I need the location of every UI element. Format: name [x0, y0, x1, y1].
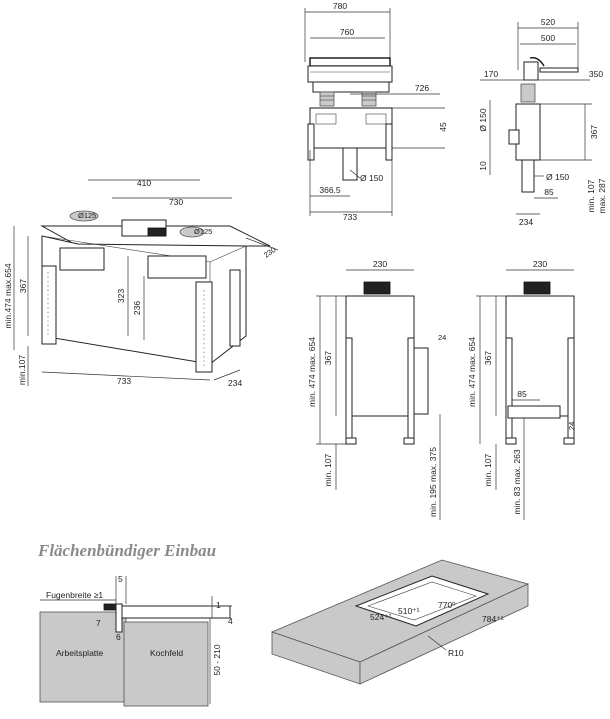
- dim-770: 770⁰: [438, 600, 456, 610]
- dim-170: 170: [484, 69, 498, 79]
- dim-474-654-iso: min.474 max.654: [3, 263, 13, 328]
- dim-min107-iso: min.107: [17, 355, 27, 386]
- dim-24-a: 24: [438, 333, 446, 342]
- dim-524: 524⁺¹: [370, 612, 392, 622]
- dim-r10: R10: [448, 648, 464, 658]
- dim-236: 236: [132, 301, 142, 315]
- dim-max287: max. 287: [597, 178, 607, 213]
- side-view-top: 520 500 170 350 Ø 150 10 367 Ø 150 85 23…: [478, 17, 607, 227]
- dim-230: 230: [262, 245, 277, 260]
- label-arbeitsplatte: Arbeitsplatte: [56, 648, 104, 658]
- dim-760: 760: [340, 27, 354, 37]
- dim-733: 733: [343, 212, 357, 222]
- dim-367-a: 367: [323, 351, 333, 365]
- dim-367-b: 367: [483, 351, 493, 365]
- dim-780: 780: [333, 1, 347, 11]
- dim-dia125-a: Ø125: [78, 211, 96, 220]
- front-view-top: 780 760 726 45 Ø 150 366.5: [304, 1, 448, 222]
- dim-10: 10: [478, 161, 488, 171]
- dim-474-654-b: min. 474 max. 654: [467, 337, 477, 407]
- dim-367: 367: [589, 125, 599, 139]
- dim-520: 520: [541, 17, 555, 27]
- dim-234-iso: 234: [228, 378, 242, 388]
- dim-1: 1: [216, 600, 221, 610]
- dim-733-iso: 733: [117, 376, 131, 386]
- side-view-a: 230 min. 474 max. 654 367 24 min. 107 mi…: [307, 259, 446, 520]
- dim-24-b: 24: [567, 422, 576, 430]
- dim-min107-b: min. 107: [483, 453, 493, 486]
- label-fugenbreite: Fugenbreite ≥1: [46, 590, 103, 600]
- dim-350: 350: [589, 69, 603, 79]
- dim-45: 45: [438, 122, 448, 132]
- dim-230-a: 230: [373, 259, 387, 269]
- dim-min107-a: min. 107: [323, 453, 333, 486]
- flush-section-detail: Fugenbreite ≥1 5 7 6 1 4 Arbeitsplatte K…: [39, 574, 233, 707]
- dim-500: 500: [541, 33, 555, 43]
- dim-83-263-b: min. 83 max. 263: [512, 449, 522, 514]
- label-kochfeld: Kochfeld: [150, 648, 183, 658]
- dim-dia150-right: Ø 150: [546, 172, 569, 182]
- dim-410: 410: [137, 178, 151, 188]
- dim-367-iso: 367: [18, 279, 28, 293]
- isometric-view: 410 730 Ø125 Ø125 230 323 236: [3, 178, 279, 388]
- countertop-isometric: 510⁺¹ 770⁰ 524⁺¹ 784⁺¹ R10: [270, 559, 530, 685]
- dim-85-b: 85: [517, 389, 527, 399]
- dim-474-654-a: min. 474 max. 654: [307, 337, 317, 407]
- dim-726: 726: [415, 83, 429, 93]
- dim-366: 366.5: [319, 185, 341, 195]
- dim-50-210: 50 - 210: [212, 644, 222, 675]
- dim-5: 5: [118, 574, 123, 584]
- dim-230-b: 230: [533, 259, 547, 269]
- dim-dia150: Ø 150: [360, 173, 383, 183]
- dim-195-375-a: min. 195 max. 375: [428, 447, 438, 517]
- side-view-b: 230 85 min. 474 max. 654 367 24 min. 107…: [467, 259, 576, 520]
- dim-234: 234: [519, 217, 533, 227]
- dim-85: 85: [544, 187, 554, 197]
- dim-4: 4: [228, 616, 233, 626]
- dim-510: 510⁺¹: [398, 606, 420, 616]
- dim-323: 323: [116, 289, 126, 303]
- dim-min107: min. 107: [586, 179, 596, 212]
- dim-6: 6: [116, 632, 121, 642]
- dim-dia150-left: Ø 150: [478, 108, 488, 131]
- dim-784: 784⁺¹: [482, 614, 504, 624]
- section-title: Flächenbündiger Einbau: [37, 541, 216, 560]
- dim-7: 7: [96, 618, 101, 628]
- dim-dia125-b: Ø125: [194, 227, 212, 236]
- dim-730: 730: [169, 197, 183, 207]
